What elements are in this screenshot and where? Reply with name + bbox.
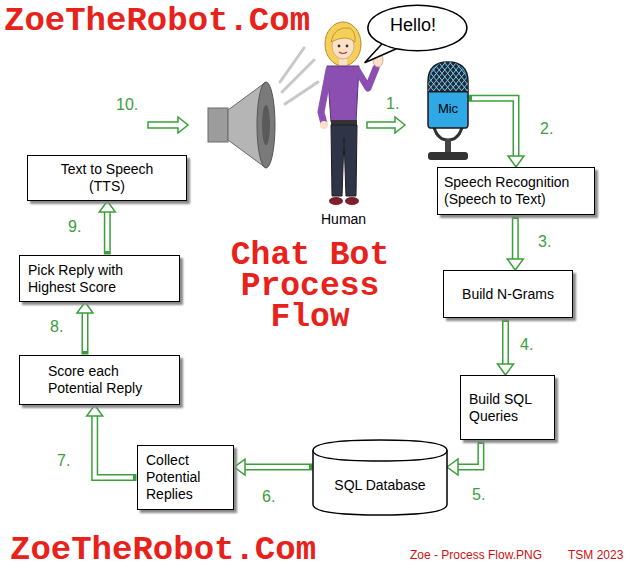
arrow-head [87, 405, 103, 416]
file-note: TSM 2023 [568, 549, 623, 562]
callout-number: 1. [386, 95, 399, 113]
arrow-shaft-fill [472, 98, 516, 157]
bubble-join [387, 44, 397, 47]
arrow-shaft-outline [502, 322, 509, 365]
callout-number: 6. [262, 488, 275, 506]
grille-line [450, 62, 474, 92]
arrow-head [508, 156, 524, 167]
grille-line [405, 62, 429, 92]
arrow-shaft-fill [105, 211, 109, 251]
callout-number: 8. [50, 318, 63, 336]
grille-line [466, 62, 490, 92]
arrow-shaft-fill [244, 465, 309, 469]
process-box: Build N-Grams [443, 270, 573, 318]
arrow-shaft-fill [504, 322, 508, 365]
speech-bubble: Hello! [358, 4, 468, 64]
arrow-shaft-fill [457, 444, 481, 467]
grille-line [461, 62, 485, 92]
grille-line [394, 62, 418, 92]
process-box: Score each Potential Reply [19, 355, 180, 405]
speaker-icon [208, 82, 275, 168]
grille-line [461, 62, 485, 92]
arrow-shaft-outline [512, 219, 519, 260]
arrow-head [234, 459, 245, 475]
human-figure [320, 22, 383, 205]
node-text: Text to Speech (TTS) [52, 161, 162, 195]
flow-arrow [234, 459, 309, 475]
node-text: Pick Reply with Highest Score [28, 262, 148, 296]
arrow-shaft-outline [104, 211, 111, 251]
arrow-head [498, 364, 514, 375]
file-note: Zoe - Process Flow.PNG [410, 549, 542, 562]
process-box: Text to Speech (TTS) [27, 155, 187, 201]
mic-body [428, 62, 468, 128]
grille-line [455, 62, 479, 92]
arrow-shaft-outline [95, 415, 133, 478]
flow-arrow [367, 117, 405, 133]
arrow-shaft-outline [457, 444, 481, 467]
mic-outline [428, 62, 468, 128]
callout-number: 9. [68, 218, 81, 236]
arrow-head [507, 259, 523, 270]
flow-arrow [447, 444, 481, 475]
node-text: Build N-Grams [462, 286, 554, 303]
flow-arrow [472, 98, 524, 167]
arrow-head [99, 201, 115, 212]
process-box: Collect Potential Replies [137, 445, 234, 510]
arrow-shaft-outline [244, 464, 309, 471]
bubble-body [368, 5, 467, 51]
process-box: Build SQL Queries [460, 375, 555, 440]
process-box: Pick Reply with Highest Score [19, 255, 180, 302]
arrow-shaft-fill [83, 312, 87, 351]
flow-arrow [507, 219, 523, 270]
database-cylinder: SQL Database [313, 440, 447, 515]
cylinder-rim [313, 451, 447, 462]
diagram-title: Chat Bot Process Flow [212, 240, 408, 333]
figure-label: Human [321, 212, 366, 227]
cylinder-body [313, 440, 447, 515]
sound-lines [280, 48, 318, 104]
flow-arrow [77, 302, 93, 351]
grille-line [394, 62, 418, 92]
grille-line [399, 62, 423, 92]
callout-number: 3. [538, 233, 551, 251]
node-text: Speech Recognition (Speech to Text) [444, 174, 588, 208]
arrow-shaft-fill [513, 219, 517, 260]
grille-line [388, 62, 412, 92]
flow-arrow [87, 405, 133, 478]
node-text: Hello! [390, 15, 436, 37]
callout-number: 2. [540, 120, 553, 138]
grille-line [388, 62, 412, 92]
flow-arrow [498, 322, 514, 375]
process-box: Speech Recognition (Speech to Text) [437, 167, 595, 215]
arrow-shaft-outline [82, 312, 89, 351]
node-text: Collect Potential Replies [146, 452, 225, 502]
node-text: Score each Potential Reply [48, 363, 160, 397]
grille-line [405, 62, 429, 92]
site-name: ZoeTheRobot.Com [4, 4, 310, 38]
arrow-shaft-fill [95, 415, 133, 478]
site-name: ZoeTheRobot.Com [10, 533, 316, 567]
node-text: SQL Database [334, 477, 425, 494]
flow-arrow [99, 201, 115, 251]
microphone-head: Mic [428, 62, 468, 128]
callout-number: 7. [57, 452, 70, 470]
grille-line [455, 62, 479, 92]
grille-line [466, 62, 490, 92]
flow-arrow [148, 117, 188, 133]
arrow-head [447, 459, 458, 475]
callout-number: 10. [116, 96, 138, 114]
callout-number: 4. [520, 336, 533, 354]
callout-number: 5. [472, 486, 485, 504]
grille-line [399, 62, 423, 92]
grille-line [450, 62, 474, 92]
grille-rim [428, 91, 468, 93]
mic-grille [388, 62, 490, 92]
arrow-shaft-outline [472, 98, 516, 157]
node-text: Mic [438, 101, 458, 117]
arrow-head [77, 302, 93, 313]
node-text: Build SQL Queries [469, 391, 546, 425]
